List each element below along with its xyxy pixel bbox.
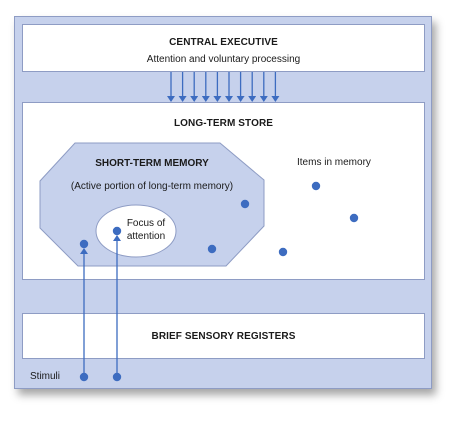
central-executive-box: CENTRAL EXECUTIVE Attention and voluntar…	[22, 24, 425, 72]
short-term-memory-title: SHORT-TERM MEMORY	[95, 158, 209, 169]
stm-item-dot	[79, 239, 89, 249]
stimulus-dot	[79, 372, 89, 382]
focus-label-line1: Focus of	[126, 218, 166, 229]
memory-item-dot	[207, 244, 217, 254]
sensory-registers-title: BRIEF SENSORY REGISTERS	[151, 331, 296, 342]
memory-item-dot	[311, 181, 321, 191]
short-term-memory-subtitle: (Active portion of long-term memory)	[70, 181, 234, 192]
memory-item-dot	[240, 199, 250, 209]
sensory-registers-box: BRIEF SENSORY REGISTERS	[22, 313, 425, 359]
focus-item-dot	[112, 226, 122, 236]
central-executive-arrows	[167, 72, 280, 102]
stimulus-dot	[112, 372, 122, 382]
memory-item-dot	[278, 247, 288, 257]
focus-label-line2: attention	[126, 231, 166, 242]
items-in-memory-label: Items in memory	[297, 157, 371, 168]
central-executive-title: CENTRAL EXECUTIVE	[169, 37, 278, 48]
focus-of-attention-ellipse	[95, 204, 177, 258]
memory-item-dot	[349, 213, 359, 223]
stimuli-label: Stimuli	[30, 371, 61, 382]
long-term-store-title: LONG-TERM STORE	[173, 118, 274, 129]
central-executive-subtitle: Attention and voluntary processing	[146, 54, 301, 65]
